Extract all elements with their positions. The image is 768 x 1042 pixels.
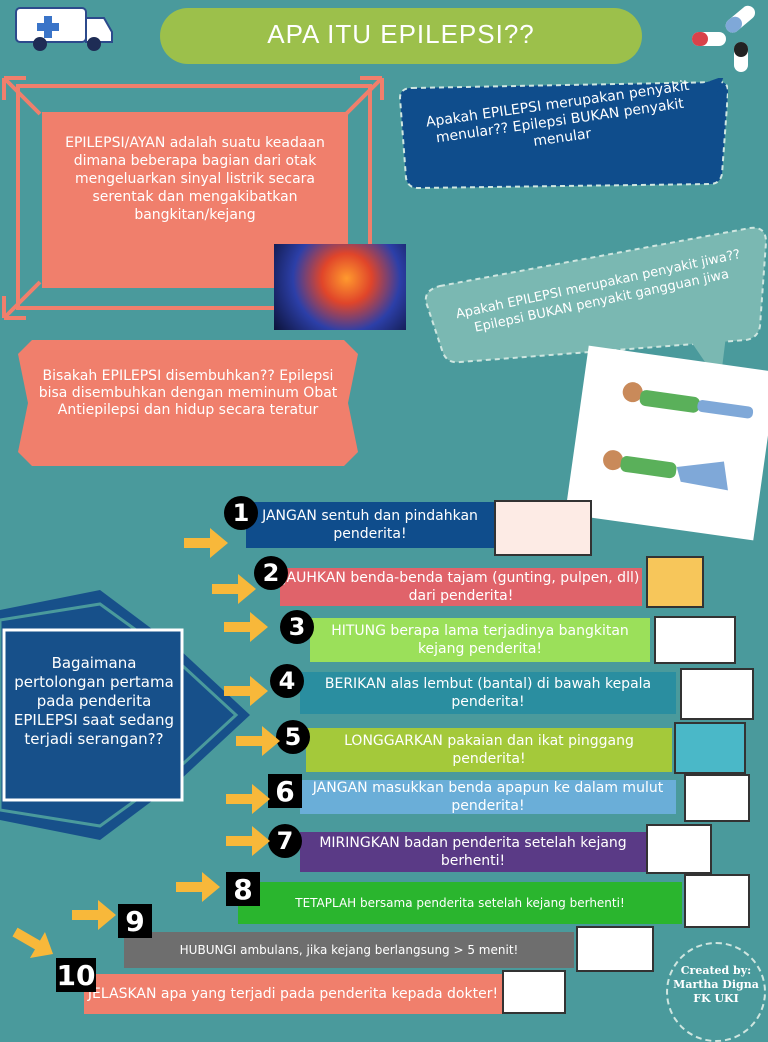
page-title: APA ITU EPILEPSI?? (160, 8, 642, 64)
question-badge (0, 590, 250, 840)
step-text-9: HUBUNGI ambulans, jika kejang berlangsun… (179, 943, 519, 957)
step-bar-7: MIRINGKAN badan penderita setelah kejang… (300, 832, 646, 872)
curable-text: Bisakah EPILEPSI disembuhkan?? Epilepsi … (38, 368, 338, 418)
step-number-6: 6 (268, 774, 302, 808)
step-text-2: JAUHKAN benda-benda tajam (gunting, pulp… (282, 570, 640, 604)
arrow-right-icon (224, 612, 268, 642)
step-bar-6: JANGAN masukkan benda apapun ke dalam mu… (300, 780, 676, 814)
intro-frame-decoration (2, 76, 384, 320)
scissors-icon (646, 556, 704, 608)
step-text-4: BERIKAN alas lembut (bantal) di bawah ke… (324, 676, 652, 710)
question-text: Bagaimana pertolongan pertama pada pende… (13, 654, 175, 748)
watch-icon (654, 616, 736, 664)
step-number-5: 5 (276, 720, 310, 754)
step-bar-10: JELASKAN apa yang terjadi pada penderita… (84, 974, 502, 1014)
recovery-position-icon (646, 824, 712, 874)
ambulance-icon (15, 7, 113, 51)
brain-image (274, 244, 406, 330)
step-bar-8: TETAPLAH bersama penderita setelah kejan… (238, 882, 682, 924)
seizure-illustration (565, 345, 768, 541)
credit-badge: Created by: Martha Digna FK UKI (666, 942, 766, 1042)
step-bar-3: HITUNG berapa lama terjadinya bangkitan … (310, 618, 650, 662)
doctor-talk-icon (502, 970, 566, 1014)
step-number-4: 4 (270, 664, 304, 698)
step-text-6: JANGAN masukkan benda apapun ke dalam mu… (312, 780, 664, 814)
arrow-right-icon (12, 927, 54, 958)
step-text-7: MIRINGKAN badan penderita setelah kejang… (319, 835, 627, 869)
step-text-1: JANGAN sentuh dan pindahkan penderita! (262, 508, 478, 542)
arrow-right-icon (176, 872, 220, 902)
curable-banner (18, 340, 358, 466)
person-lying-icon (603, 382, 754, 491)
step-number-9: 9 (118, 904, 152, 938)
step-number-10: 10 (56, 958, 96, 992)
pillow-icon (680, 668, 754, 720)
step-number-7: 7 (268, 824, 302, 858)
ambulance-call-icon (576, 926, 654, 972)
no-object-mouth-icon (684, 774, 750, 822)
step-bar-1: JANGAN sentuh dan pindahkan penderita! (246, 502, 494, 548)
arrow-right-icon (212, 574, 256, 604)
arrow-right-icon (184, 528, 228, 558)
step-text-8: TETAPLAH bersama penderita setelah kejan… (295, 896, 625, 910)
speech-bubble-contagious (398, 78, 728, 190)
step-number-3: 3 (280, 610, 314, 644)
no-touch-icon (494, 500, 592, 556)
pills-icon (692, 5, 756, 72)
arrow-right-icon (236, 726, 280, 756)
step-number-2: 2 (254, 556, 288, 590)
step-number-8: 8 (226, 872, 260, 906)
arrow-right-icon (226, 826, 270, 856)
step-text-10: JELASKAN apa yang terjadi pada penderita… (87, 986, 499, 1002)
stay-together-icon (684, 874, 750, 928)
step-text-5: LONGGARKAN pakaian dan ikat pinggang pen… (344, 733, 634, 767)
intro-text: EPILEPSI/AYAN adalah suatu keadaan diman… (65, 135, 325, 223)
step-bar-5: LONGGARKAN pakaian dan ikat pinggang pen… (306, 728, 672, 772)
step-bar-2: JAUHKAN benda-benda tajam (gunting, pulp… (280, 568, 642, 606)
step-text-3: HITUNG berapa lama terjadinya bangkitan … (331, 623, 629, 657)
step-bar-4: BERIKAN alas lembut (bantal) di bawah ke… (300, 672, 676, 714)
step-number-1: 1 (224, 496, 258, 530)
arrow-right-icon (224, 676, 268, 706)
arrow-right-icon (72, 900, 116, 930)
loosen-clothes-icon (674, 722, 746, 774)
step-bar-9: HUBUNGI ambulans, jika kejang berlangsun… (124, 932, 574, 968)
arrow-right-icon (226, 784, 270, 814)
